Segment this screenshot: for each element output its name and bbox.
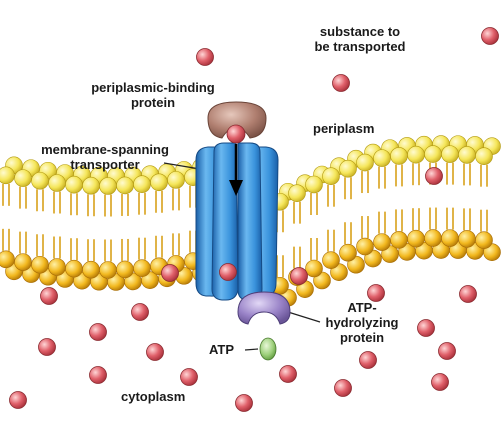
- substance-label-line-2: be transported: [314, 39, 406, 54]
- substance-label-line-1: substance to: [319, 24, 401, 39]
- label-cytoplasm: cytoplasm: [121, 389, 186, 404]
- lipid-head: [373, 233, 391, 251]
- substance-molecule: [38, 338, 56, 356]
- lipid-head: [116, 176, 134, 195]
- substance-molecule: [459, 285, 477, 303]
- substance-molecule: [290, 267, 308, 285]
- binding-protein-shape: [207, 101, 267, 139]
- substance-molecule: [89, 366, 107, 384]
- lipid-head: [82, 260, 100, 279]
- lipid-head: [31, 171, 49, 190]
- lipid-head: [424, 145, 442, 163]
- lipid-head: [167, 171, 185, 189]
- atp-leader-line: [244, 348, 259, 351]
- substance-molecule: [367, 284, 385, 302]
- lipid-head: [407, 229, 425, 248]
- lipid-head: [150, 173, 168, 192]
- lipid-head: [390, 147, 408, 165]
- lipid-head: [133, 175, 151, 193]
- lipid-head: [116, 260, 134, 279]
- atp-icon: [259, 337, 277, 361]
- substance-molecule: [425, 167, 443, 185]
- atpase-label-line-1: ATP-: [347, 300, 377, 315]
- label-periplasmic-binding-protein: periplasmic-binding protein: [78, 80, 228, 110]
- lipid-head: [99, 261, 117, 279]
- lipid-head: [373, 149, 391, 167]
- lipid-head: [441, 229, 459, 247]
- substance-molecule: [161, 264, 179, 282]
- substance-molecule: [431, 373, 449, 391]
- bound-substance-molecule: [226, 124, 246, 144]
- lipid-head: [458, 230, 476, 248]
- atp-hydrolyzing-protein: [237, 291, 291, 325]
- lipid-head: [82, 176, 100, 195]
- transporter-label-line-2: transporter: [70, 157, 140, 172]
- lipid-head: [14, 253, 32, 271]
- lipid-head: [458, 146, 476, 164]
- lipid-head: [305, 259, 323, 278]
- label-substance-to-be-transported: substance to be transported: [298, 24, 422, 54]
- lipid-head: [424, 229, 442, 247]
- lipid-head: [0, 250, 15, 269]
- substance-molecule: [334, 379, 352, 397]
- lipid-heads-cytoplasmic: [0, 229, 501, 307]
- lipid-head: [390, 231, 408, 249]
- substance-molecule: [235, 394, 253, 412]
- lipid-head: [339, 159, 357, 178]
- substance-molecule: [89, 323, 107, 341]
- label-membrane-spanning-transporter: membrane-spanning transporter: [40, 142, 170, 172]
- substance-molecule: [180, 368, 198, 386]
- lipid-head: [305, 175, 323, 194]
- lipid-tails: [2, 162, 488, 278]
- substance-molecule: [219, 263, 237, 281]
- transporter-front-right: [237, 142, 263, 301]
- substance-molecule: [359, 351, 377, 369]
- lipid-head: [441, 145, 459, 163]
- substance-molecule: [40, 287, 58, 305]
- lipid-head: [475, 147, 493, 166]
- lipid-head: [65, 259, 83, 278]
- substance-molecule: [131, 303, 149, 321]
- atpase-label-line-3: protein: [339, 330, 385, 345]
- lipid-head: [31, 255, 49, 274]
- lipid-heads-periplasmic: [0, 135, 501, 211]
- lipid-head: [99, 177, 117, 195]
- lipid-head: [475, 231, 493, 250]
- lipid-head: [48, 258, 66, 276]
- substance-molecules: [9, 27, 499, 412]
- binding-label-line-1: periplasmic-binding: [91, 80, 215, 95]
- lipid-head: [0, 166, 15, 185]
- substance-molecule: [196, 48, 214, 66]
- atpase-leader-line: [287, 311, 321, 323]
- binding-label-line-2: protein: [130, 95, 176, 110]
- substance-molecule: [438, 342, 456, 360]
- substance-molecule: [146, 343, 164, 361]
- lipid-head: [288, 184, 306, 202]
- lipid-head: [14, 169, 32, 187]
- substance-molecule: [332, 74, 350, 92]
- lipid-head: [65, 175, 83, 194]
- substance-molecule: [9, 391, 27, 409]
- down-arrow-icon: [229, 144, 243, 196]
- lipid-head: [133, 259, 151, 277]
- atpase-label-line-2: hydrolyzing: [325, 315, 399, 330]
- substance-molecule: [417, 319, 435, 337]
- atpase-shape: [237, 291, 291, 325]
- lipid-head: [339, 243, 357, 262]
- transporter-label-line-1: membrane-spanning: [41, 142, 169, 157]
- substance-molecule: [481, 27, 499, 45]
- label-atp: ATP: [209, 342, 235, 357]
- label-atp-hydrolyzing-protein: ATP- hydrolyzing protein: [318, 300, 406, 345]
- lipid-head: [407, 145, 425, 164]
- lipid-head: [356, 237, 374, 256]
- lipid-head: [48, 174, 66, 192]
- label-periplasm: periplasm: [313, 121, 375, 136]
- periplasmic-binding-protein: [207, 101, 267, 139]
- lipid-head: [322, 167, 340, 186]
- lipid-head: [322, 251, 340, 270]
- substance-molecule: [279, 365, 297, 383]
- lipid-head: [356, 153, 374, 172]
